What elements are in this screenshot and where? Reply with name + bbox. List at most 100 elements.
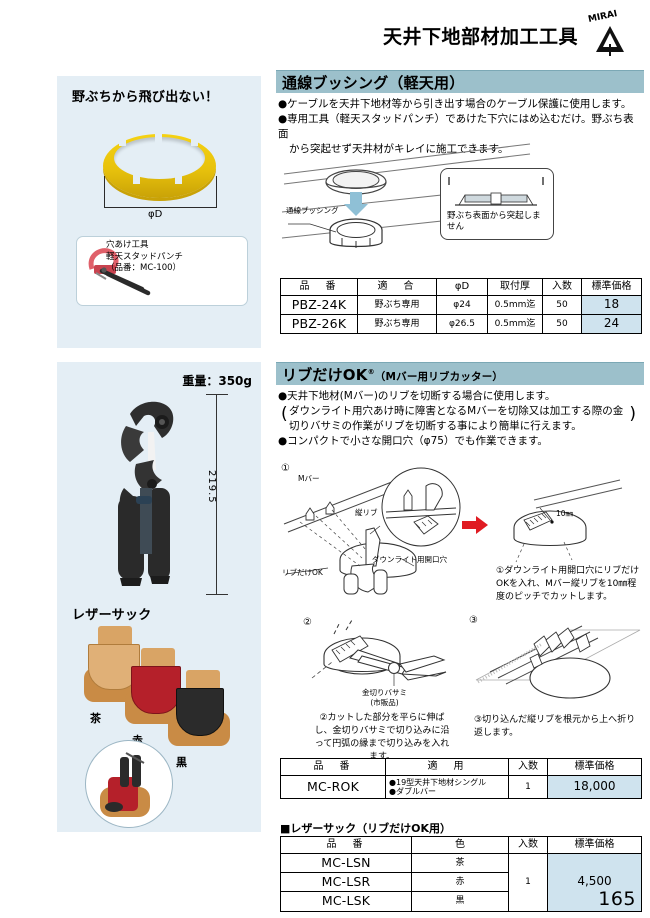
cell-code: MC-LSN <box>280 852 412 873</box>
bushing-insertion-diagram <box>280 142 640 264</box>
step-2-illustration <box>310 619 460 704</box>
cell-fit: 野ぶち専用 <box>357 313 437 335</box>
table-header-row: 品 番 適 合 φD 取付厚 入数 標準価格 <box>280 278 642 296</box>
step-2-caption: ②カットした部分を平らに伸ばし、金切りバサミで切り込みに沿って円弧の縁まで切り込… <box>314 713 450 762</box>
ribcutter-product-table: 品 番 適 用 入数 標準価格 MC-ROK ●19型天井下地材シングル ●ダブ… <box>280 758 642 799</box>
th-color: 色 <box>411 836 509 854</box>
leather-table-caption: ■レザーサック（リブだけOK用） <box>280 822 452 835</box>
ribcutter-title-sub: （Mバー用リブカッター） <box>374 371 504 383</box>
table-row: MC-LSN 茶 1 4,500 <box>280 852 642 912</box>
step-1-label-tool: リブだけOK <box>282 568 323 577</box>
step-2-number: ② <box>303 617 312 628</box>
step-2-label-line1: 金切りバサミ <box>362 688 407 697</box>
step-1-number: ① <box>281 463 290 474</box>
ribcutter-bullet-3: 切りバサミの作業がリブを切断する事により簡単に行えます。 <box>289 419 582 432</box>
ribcutter-bullet-2-text: ダウンライト用穴あけ時に障害となるMバーを切除又は加工する際の金 <box>289 404 624 417</box>
th-use: 適 用 <box>385 758 509 776</box>
step-3-number: ③ <box>469 615 478 626</box>
step-3-caption: ③切り込んだ縦リブを根元から上へ折り返します。 <box>474 715 636 739</box>
weight-label: 重量：350g <box>182 374 252 388</box>
cell-thickness: 0.5mm迄 <box>487 294 543 315</box>
bushing-callout-box: 野ぶち表面から突起しません <box>440 168 554 240</box>
rib-cutter-tool-image <box>96 392 201 597</box>
step-1-label-opening: ダウンライト用開口穴 <box>372 555 447 564</box>
table-row: MC-LSR 赤 <box>280 871 642 893</box>
step-1-label-mbar: Mバー <box>298 474 320 483</box>
cell-thickness: 0.5mm迄 <box>487 313 543 335</box>
dim-tick-left <box>104 176 105 208</box>
table-row: PBZ-26K 野ぶち専用 φ26.5 0.5mm迄 50 24 <box>280 313 642 335</box>
ribcutter-section-title: リブだけOK®（Mバー用リブカッター） <box>282 364 503 385</box>
leather-sack-heading: レザーサック <box>72 608 152 623</box>
red-arrow-icon <box>462 516 488 534</box>
punch-caption-line3: （品番：MC-100） <box>106 263 182 274</box>
th-price: 標準価格 <box>547 836 642 854</box>
punch-tool-caption: 穴あけ工具 軽天スタッドパンチ （品番：MC-100） <box>106 240 246 275</box>
cell-qty: 1 <box>508 774 548 799</box>
ribcutter-bullet-1: ●天井下地材(Mバー)のリブを切断する場合に使用します。 <box>278 390 556 402</box>
th-fit: 適 合 <box>357 278 437 296</box>
cell-price: 18 <box>581 294 642 315</box>
bushing-product-table: 品 番 適 合 φD 取付厚 入数 標準価格 PBZ-24K 野ぶち専用 φ24… <box>280 278 642 335</box>
ribcutter-section-bar <box>276 362 644 385</box>
height-dimension-label: 219.5 <box>206 470 217 504</box>
bushing-section-title: 通線ブッシング（軽天用） <box>282 74 465 92</box>
bushing-feature-heading: 野ぶちから飛び出ない！ <box>72 90 219 105</box>
th-qty: 入数 <box>508 758 548 776</box>
diameter-dimension-line <box>104 207 217 208</box>
table-header-row: 品 番 適 用 入数 標準価格 <box>280 758 642 776</box>
yellow-bushing-ring-image <box>103 133 218 214</box>
cell-qty: 50 <box>542 294 582 315</box>
step-1-label-rib: 縦リブ <box>355 508 378 517</box>
cell-price: 4,500 <box>547 852 642 912</box>
leather-sack-table: 品 番 色 入数 標準価格 MC-LSN 茶 1 4,500 MC-LSR 赤 … <box>280 836 642 912</box>
step-3-illustration <box>472 622 644 712</box>
height-dimension-line <box>216 394 217 594</box>
cell-code: MC-LSR <box>280 871 412 893</box>
stud-punch-tool-image <box>82 243 160 299</box>
th-diameter: φD <box>436 278 488 296</box>
th-thickness: 取付厚 <box>487 278 543 296</box>
th-code: 品 番 <box>280 278 358 296</box>
th-price: 標準価格 <box>581 278 642 296</box>
ribcutter-bullet-2: ( ダウンライト用穴あけ時に障害となるMバーを切除又は加工する際の金 ) <box>281 403 636 424</box>
th-code: 品 番 <box>280 758 386 776</box>
step-1-result-illustration <box>494 478 624 574</box>
cell-use-line2: ●ダブルバー <box>389 786 436 796</box>
table-row: MC-LSK 黒 <box>280 891 642 912</box>
cell-color: 茶 <box>411 852 509 873</box>
sack-color-label-black: 黒 <box>176 756 187 769</box>
cell-use: ●19型天井下地材シングル ●ダブルバー <box>385 774 509 799</box>
height-dim-tick-top <box>206 394 228 395</box>
ribcutter-title-reg: ® <box>367 368 375 376</box>
ribcutter-title-main: リブだけOK <box>282 366 368 384</box>
bushing-part-label: 通線ブッシング <box>286 206 339 215</box>
cell-fit: 野ぶち専用 <box>357 294 437 315</box>
bushing-bullets: ●ケーブルを天井下地材等から引き出す場合のケーブル保護に使用します。 ●専用工具… <box>278 97 644 157</box>
cell-code: MC-ROK <box>280 774 386 799</box>
height-dim-tick-bottom <box>206 594 228 595</box>
leather-sack-with-tool-closeup <box>85 740 173 828</box>
cell-code: MC-LSK <box>280 891 412 912</box>
cell-price: 18,000 <box>547 774 642 799</box>
th-code: 品 番 <box>280 836 412 854</box>
page-number: 165 <box>598 888 636 910</box>
diameter-dimension-label: φD <box>148 209 163 220</box>
cell-code: PBZ-26K <box>280 313 358 335</box>
th-qty: 入数 <box>542 278 582 296</box>
cell-diameter: φ26.5 <box>436 313 488 335</box>
table-row: PBZ-24K 野ぶち専用 φ24 0.5mm迄 50 18 <box>280 294 642 315</box>
mirai-triangle-logo: MIRAI <box>584 9 636 56</box>
bushing-bullet-1: ●ケーブルを天井下地材等から引き出す場合のケーブル保護に使用します。 <box>278 98 632 110</box>
cell-qty: 1 <box>508 852 548 912</box>
ribcutter-bullets: ●天井下地材(Mバー)のリブを切断する場合に使用します。 ( ダウンライト用穴あ… <box>278 389 644 449</box>
dim-tick-right <box>216 176 217 208</box>
cell-color: 黒 <box>411 891 509 912</box>
page-title: 天井下地部材加工工具 <box>382 26 578 48</box>
leather-sack-black <box>168 670 234 750</box>
cell-qty: 50 <box>542 313 582 335</box>
cell-use-line1: ●19型天井下地材シングル <box>389 777 487 787</box>
bushing-bullet-3: から突起せず天井材がキレイに施工できます。 <box>289 142 509 155</box>
table-row: MC-ROK ●19型天井下地材シングル ●ダブルバー 1 18,000 <box>280 774 642 799</box>
